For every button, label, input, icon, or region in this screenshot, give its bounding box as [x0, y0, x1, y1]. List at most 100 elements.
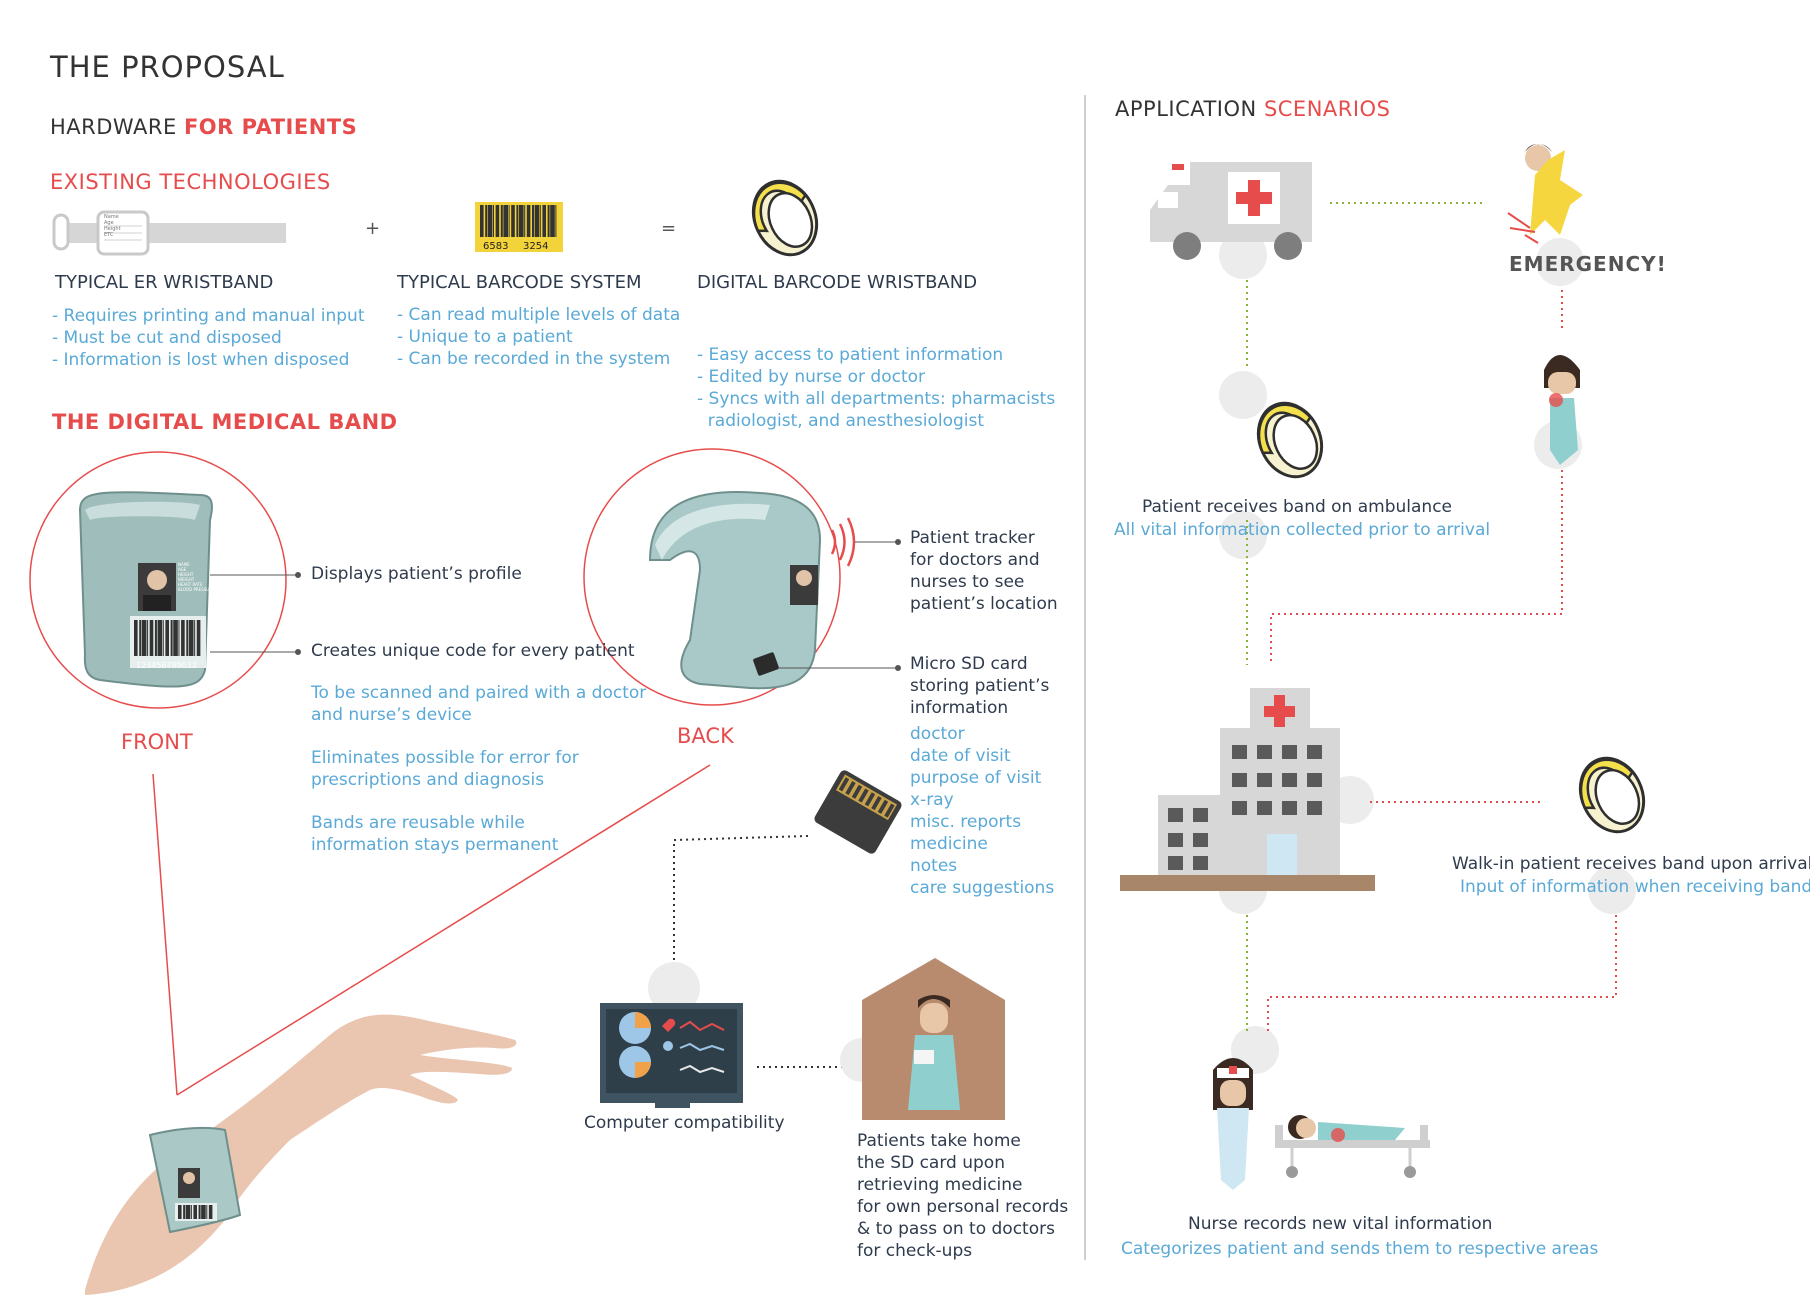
barcode-bar	[206, 1205, 208, 1219]
barcode-bar	[154, 620, 157, 656]
walkin-scenario-sub: Input of information when receiving band	[1460, 877, 1810, 897]
page-title: THE PROPOSAL	[50, 50, 285, 84]
barcode-bar	[183, 1205, 186, 1219]
front-label: FRONT	[121, 730, 193, 754]
hardware-label: HARDWARE	[50, 115, 177, 139]
er-wristband-points: - Requires printing and manual input- Mu…	[52, 306, 365, 370]
sd-card-pin	[871, 795, 882, 811]
barcode-bar	[188, 620, 192, 656]
hospital-window	[1257, 801, 1272, 815]
barcode-bar	[165, 620, 169, 656]
barcode-bar	[186, 620, 189, 656]
hospital-window	[1282, 773, 1297, 787]
digital-band-heading: THE DIGITAL MEDICAL BAND	[52, 410, 398, 434]
ambulance-scenario-sub: All vital information collected prior to…	[1114, 520, 1491, 540]
sd-card-pin	[864, 792, 876, 807]
emergency-label: EMERGENCY!	[1509, 252, 1667, 276]
callout-profile: Displays patient’s profile	[311, 564, 522, 584]
barcode-bar	[162, 620, 164, 656]
sd-card-pin	[877, 799, 889, 814]
hardware-highlight: FOR PATIENTS	[183, 115, 358, 139]
barcode-bar	[139, 620, 142, 656]
barcode-system-title: TYPICAL BARCODE SYSTEM	[397, 272, 642, 293]
hospital-window	[1193, 856, 1208, 870]
digital-wristband-points: - Easy access to patient information- Ed…	[697, 345, 1056, 431]
barcode-bar	[136, 620, 138, 656]
barcode-bar	[185, 1205, 189, 1219]
callout-unique-code: Creates unique code for every patient	[311, 641, 635, 661]
barcode-bar	[203, 1205, 206, 1219]
barcode-bar	[175, 620, 178, 656]
barcode-bar	[183, 620, 185, 656]
hospital-window	[1257, 773, 1272, 787]
barcode-bar	[178, 1205, 181, 1219]
hospital-window	[1307, 801, 1322, 815]
barcode-bar	[178, 620, 180, 656]
barcode-bar	[188, 1205, 191, 1219]
sd-card-pin	[884, 803, 895, 818]
sd-card-pin	[851, 784, 863, 799]
barcode-bar	[194, 620, 196, 656]
existing-technologies-heading: EXISTING TECHNOLOGIES	[50, 170, 331, 194]
hospital-window	[1168, 833, 1183, 847]
ambulance-scenario-title: Patient receives band on ambulance	[1142, 497, 1453, 517]
plus-sign: +	[365, 218, 381, 239]
barcode-bar	[141, 620, 145, 656]
barcode-bar	[147, 620, 149, 656]
barcode-bar	[134, 620, 137, 656]
nurse-scenario-title: Nurse records new vital information	[1188, 1214, 1493, 1234]
barcode-bar	[181, 620, 185, 656]
hospital-window	[1307, 745, 1322, 759]
hospital-window	[1193, 833, 1208, 847]
hospital-window	[1282, 745, 1297, 759]
sd-card-pin	[845, 780, 856, 796]
hospital-window	[1257, 745, 1272, 759]
barcode-bar	[198, 1205, 201, 1219]
barcode-digits-right: 3254	[523, 241, 549, 252]
sd-card-pin	[858, 788, 869, 803]
barcode-bar	[152, 620, 154, 656]
scenarios-label: APPLICATION	[1115, 97, 1257, 121]
walkin-scenario-title: Walk-in patient receives band upon arriv…	[1452, 854, 1810, 874]
equals-sign: =	[661, 218, 677, 239]
barcode-digits-left: 6583	[483, 241, 509, 252]
hospital-window	[1282, 801, 1297, 815]
barcode-bar	[196, 620, 200, 656]
band-code-text: 123456789012	[136, 661, 198, 670]
barcode-bar	[144, 620, 147, 656]
er-wristband-title: TYPICAL ER WRISTBAND	[55, 272, 274, 293]
barcode-system-points: - Can read multiple levels of data- Uniq…	[397, 305, 681, 369]
sd-card-pin	[838, 777, 850, 792]
hospital-window	[1193, 808, 1208, 822]
back-label: BACK	[677, 724, 734, 748]
hospital-window	[1307, 773, 1322, 787]
barcode-bar	[190, 1205, 192, 1219]
barcode-bar	[201, 1205, 205, 1219]
barcode-bar	[208, 1205, 212, 1219]
hospital-window	[1168, 808, 1183, 822]
barcode-bar	[170, 620, 173, 656]
barcode-bar	[173, 620, 177, 656]
barcode-bar	[211, 1205, 213, 1219]
barcode-bar	[193, 1205, 197, 1219]
barcode-bar	[199, 620, 201, 656]
hospital-window	[1232, 773, 1247, 787]
barcode-bar	[157, 620, 161, 656]
nurse-scenario-sub: Categorizes patient and sends them to re…	[1121, 1239, 1599, 1259]
scenarios-highlight: SCENARIOS	[1263, 97, 1391, 121]
barcode-bar	[191, 620, 194, 656]
hardware-heading: HARDWARE FOR PATIENTS	[50, 115, 357, 139]
